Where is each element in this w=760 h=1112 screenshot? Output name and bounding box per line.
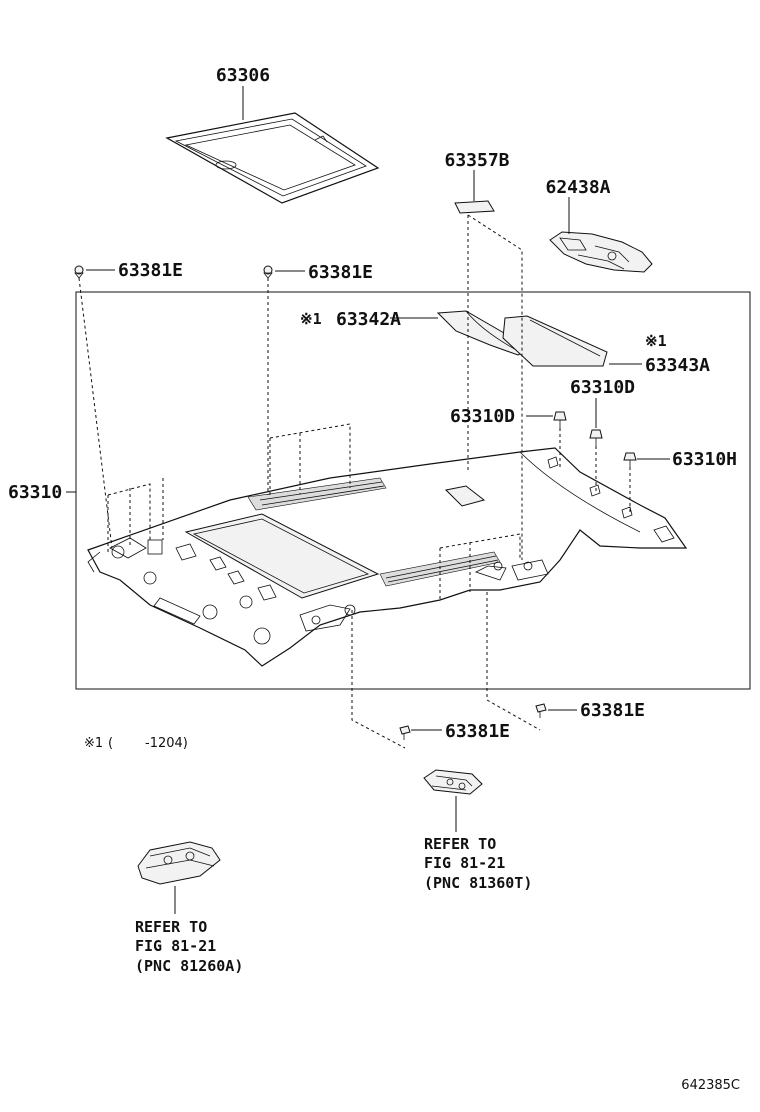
refer-left-line2[interactable]: FIG 81-21 bbox=[135, 937, 216, 955]
mark-63343a: ※1 bbox=[645, 332, 667, 350]
clip-part-63310d-left[interactable] bbox=[553, 411, 567, 428]
refer-left-line1[interactable]: REFER TO bbox=[135, 918, 207, 936]
diagram-code: 642385C bbox=[681, 1078, 740, 1093]
label-63381e-mid: 63381E bbox=[308, 262, 373, 283]
label-63381e-left: 63381E bbox=[118, 260, 183, 281]
label-63310: 63310 bbox=[8, 482, 62, 503]
overhead-lamp-part-left[interactable] bbox=[137, 841, 221, 885]
label-63310d-left: 63310D bbox=[450, 406, 515, 427]
visor-strip-63343a[interactable] bbox=[502, 315, 608, 367]
refer-right-line3[interactable]: (PNC 81360T) bbox=[424, 874, 532, 892]
refer-right-line2[interactable]: FIG 81-21 bbox=[424, 854, 505, 872]
refer-right-line1[interactable]: REFER TO bbox=[424, 835, 496, 853]
label-62438a: 62438A bbox=[545, 177, 610, 198]
clip-part-63381e-lower-mid[interactable] bbox=[399, 725, 411, 740]
label-63342a: 63342A bbox=[336, 309, 401, 330]
headliner-panel-part[interactable] bbox=[87, 447, 688, 667]
sunshade-assembly-part[interactable] bbox=[165, 112, 380, 204]
bracket-part-62438a[interactable] bbox=[549, 231, 653, 273]
label-63381e-lower-right: 63381E bbox=[580, 700, 645, 721]
label-63310h: 63310H bbox=[672, 449, 737, 470]
clip-part-63381e-lower-right[interactable] bbox=[535, 703, 547, 718]
footnote-range: -1204) bbox=[145, 736, 188, 751]
clip-part-63310d-right[interactable] bbox=[589, 429, 603, 446]
label-63310d-right: 63310D bbox=[570, 377, 635, 398]
leader-lines bbox=[78, 214, 631, 749]
headliner-group-frame bbox=[75, 291, 751, 690]
footnote-mark: ※1 bbox=[84, 736, 103, 751]
mark-63342a: ※1 bbox=[300, 310, 322, 328]
clip-part-63381e-mid[interactable] bbox=[263, 265, 273, 279]
label-63381e-lower-mid: 63381E bbox=[445, 721, 510, 742]
overhead-lamp-part-right[interactable] bbox=[423, 769, 483, 795]
clip-part-63310h[interactable] bbox=[623, 452, 637, 467]
label-63306: 63306 bbox=[216, 65, 270, 86]
pad-part-63357b[interactable] bbox=[454, 200, 495, 214]
label-63357b: 63357B bbox=[444, 150, 509, 171]
label-63343a: 63343A bbox=[645, 355, 710, 376]
clip-part-63381e-left[interactable] bbox=[74, 265, 84, 279]
footnote-paren: ( bbox=[108, 736, 113, 751]
refer-left-line3[interactable]: (PNC 81260A) bbox=[135, 957, 243, 975]
